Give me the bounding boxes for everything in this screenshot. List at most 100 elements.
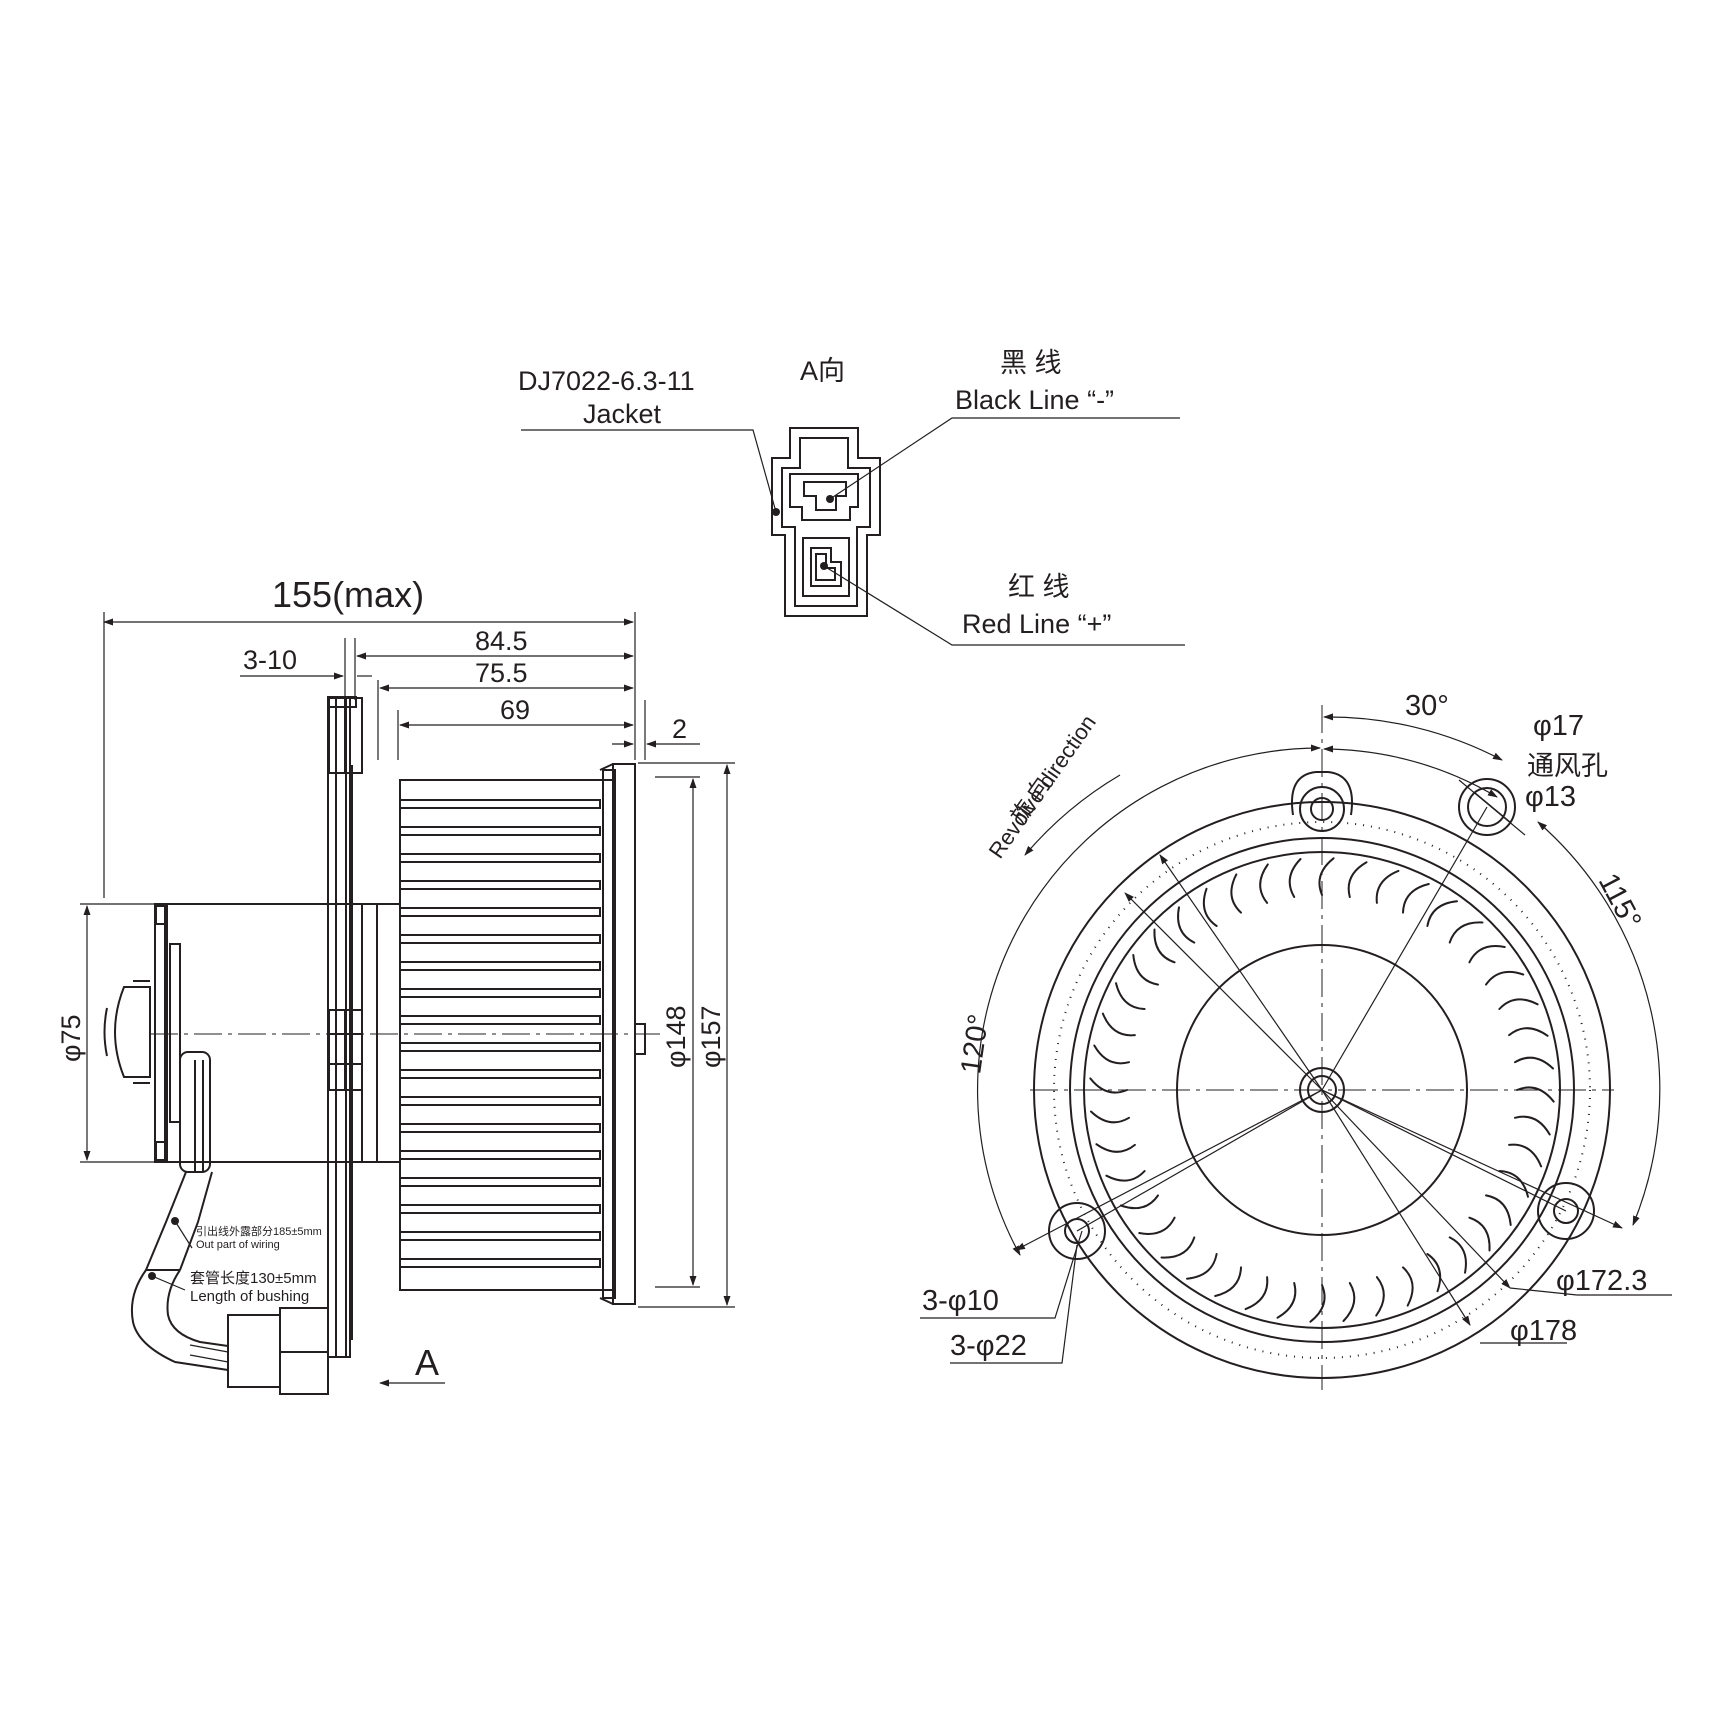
fan-blade bbox=[1402, 883, 1430, 914]
fan-blade bbox=[1402, 1266, 1414, 1307]
front-leader-lines bbox=[920, 779, 1672, 1364]
fan-fin bbox=[400, 1096, 601, 1106]
angle-115: 115° bbox=[1592, 868, 1647, 934]
fan-blade bbox=[1498, 998, 1539, 1010]
connector-jacket-label: Jacket bbox=[583, 399, 662, 429]
fan-blade bbox=[1448, 921, 1484, 944]
holes-small: 3-φ10 bbox=[922, 1285, 999, 1317]
fan-blade bbox=[1375, 1276, 1385, 1317]
fan-fin bbox=[400, 880, 601, 890]
side-dimensions bbox=[80, 612, 735, 1308]
fan-wheel bbox=[399, 763, 646, 1305]
red-line-en: Red Line “+” bbox=[962, 609, 1111, 639]
wiring-harness bbox=[130, 1171, 329, 1395]
dia-178: φ178 bbox=[1510, 1315, 1577, 1347]
rotation-en: Revolve direction bbox=[984, 710, 1101, 863]
fan-blade bbox=[1508, 1027, 1549, 1037]
angle-30: 30° bbox=[1405, 690, 1449, 722]
fan-blade bbox=[1448, 1236, 1467, 1274]
vent-dia-inner: φ13 bbox=[1525, 781, 1576, 813]
dim-3-10: 3-10 bbox=[243, 645, 297, 675]
fan-blade bbox=[1468, 1216, 1491, 1252]
motor-body bbox=[103, 903, 378, 1173]
dia-172-3: φ172.3 bbox=[1556, 1265, 1647, 1297]
fan-blade bbox=[1090, 1110, 1130, 1124]
fan-blade bbox=[1347, 861, 1368, 898]
fan-blade bbox=[1230, 873, 1242, 914]
fan-blade bbox=[1485, 1194, 1512, 1226]
fan-blade bbox=[1514, 1056, 1554, 1070]
fan-blade bbox=[1426, 900, 1458, 927]
fan-blade bbox=[1095, 1143, 1136, 1153]
fan-blade bbox=[1177, 906, 1196, 944]
angle-arcs bbox=[977, 713, 1661, 1256]
fan-blade bbox=[1115, 982, 1146, 1010]
fan-blade bbox=[1276, 1282, 1297, 1319]
fan-blade bbox=[1309, 1284, 1326, 1323]
side-view: 155(max) 84.5 75.5 69 3-10 2 φ148 φ157 φ… bbox=[56, 574, 735, 1395]
dim-75-5: 75.5 bbox=[475, 658, 528, 688]
fan-blade bbox=[1132, 954, 1159, 986]
fan-fin bbox=[400, 934, 601, 944]
fan-blade bbox=[1119, 1194, 1159, 1210]
overall-length-dim: 155(max) bbox=[272, 574, 424, 615]
black-line-en: Black Line “-” bbox=[955, 385, 1114, 415]
holes-large: 3-φ22 bbox=[950, 1330, 1027, 1362]
dia-157: φ157 bbox=[696, 1005, 726, 1068]
red-line-cn: 红 线 bbox=[1008, 572, 1070, 602]
bushing-length-cn: 套管长度130±5mm bbox=[190, 1270, 317, 1287]
dim-84-5: 84.5 bbox=[475, 626, 528, 656]
fan-fin bbox=[400, 1231, 601, 1241]
fan-blade bbox=[1426, 1253, 1442, 1293]
connector-part-number: DJ7022-6.3-11 bbox=[518, 366, 695, 396]
fan-blade bbox=[1093, 1044, 1130, 1065]
fan-blade bbox=[1288, 858, 1302, 898]
fan-fin bbox=[400, 988, 601, 998]
wiring-length-en: Out part of wiring bbox=[196, 1239, 280, 1251]
fan-blade bbox=[1214, 1266, 1242, 1297]
connector-body bbox=[771, 427, 881, 617]
vent-label: 通风孔 bbox=[1527, 751, 1608, 781]
fan-blade bbox=[1485, 970, 1525, 986]
connector-view-label: A向 bbox=[800, 356, 845, 386]
mounting-plate bbox=[327, 696, 363, 1358]
bushing-length-en: Length of bushing bbox=[190, 1288, 309, 1305]
fan-fin bbox=[400, 1069, 601, 1079]
fan-fin bbox=[400, 1258, 601, 1268]
fan-fin bbox=[400, 1204, 601, 1214]
fan-blade bbox=[1514, 1115, 1551, 1136]
fan-blade bbox=[1508, 1143, 1543, 1168]
vent-dia-outer: φ17 bbox=[1533, 710, 1584, 742]
fan-fin bbox=[400, 799, 601, 809]
fan-fin bbox=[400, 826, 601, 836]
front-view: 30° 115° 120° 旋 向 Revolve direction φ17 … bbox=[920, 690, 1672, 1390]
fan-blade bbox=[1498, 1170, 1529, 1198]
fan-blade bbox=[1468, 945, 1506, 964]
view-direction-arrow: A bbox=[379, 1342, 445, 1387]
fan-fin bbox=[400, 1042, 601, 1052]
fan-fin bbox=[400, 1150, 601, 1160]
fan-blade bbox=[1138, 1216, 1176, 1235]
fan-blade bbox=[1259, 863, 1269, 904]
dim-2: 2 bbox=[672, 714, 687, 744]
dim-69: 69 bbox=[500, 695, 530, 725]
fan-blade bbox=[1160, 1236, 1196, 1259]
fan-fin bbox=[400, 961, 601, 971]
fan-blade bbox=[1186, 1253, 1218, 1280]
connector-leader-lines bbox=[521, 417, 1185, 646]
fan-blade bbox=[1244, 1276, 1269, 1311]
black-line-cn: 黑 线 bbox=[1000, 348, 1062, 378]
fan-fin bbox=[400, 1177, 601, 1187]
wiring-length-cn: 引出线外露部分185±5mm bbox=[196, 1224, 322, 1238]
angle-120: 120° bbox=[955, 1012, 995, 1076]
fan-fin bbox=[400, 907, 601, 917]
connector-view: A向 DJ7022-6.3-11 Jacket 黑 线 Black Line “… bbox=[518, 348, 1185, 646]
fan-blade bbox=[1105, 1170, 1146, 1182]
dia-75: φ75 bbox=[56, 1014, 86, 1062]
fan-blade bbox=[1101, 1012, 1136, 1037]
view-arrow-label: A bbox=[415, 1342, 439, 1383]
fan-fin bbox=[400, 853, 601, 863]
fan-blade bbox=[1375, 869, 1400, 904]
fan-fin bbox=[400, 1015, 601, 1025]
